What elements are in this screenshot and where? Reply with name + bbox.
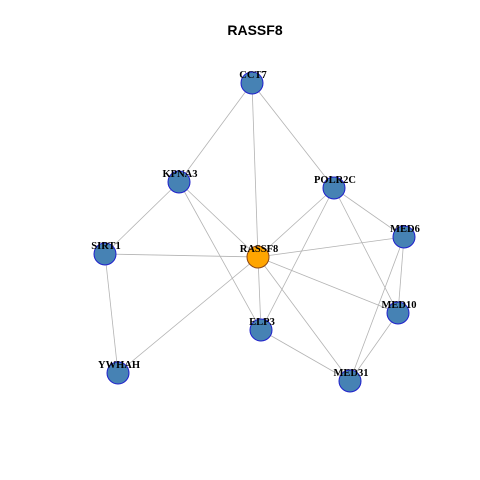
node-med31[interactable]: MED31 (334, 368, 369, 393)
node-label: CCT7 (239, 70, 266, 81)
edge-med6-med31 (349, 236, 405, 382)
edge-rassf8-med10 (257, 256, 399, 314)
node-circle (249, 318, 273, 342)
node-label: RASSF8 (240, 244, 279, 255)
node-kpna3[interactable]: KPNA3 (163, 169, 198, 194)
node-label: MED31 (334, 368, 369, 379)
edge-cct7-rassf8 (251, 82, 259, 258)
node-med6[interactable]: MED6 (390, 224, 420, 249)
node-label: POLR2C (314, 175, 356, 186)
node-rassf8[interactable]: RASSF8 (240, 244, 279, 269)
node-label: MED6 (390, 224, 420, 235)
node-label: ELP3 (249, 317, 275, 328)
edge-polr2c-med10 (333, 187, 399, 314)
edge-rassf8-ywhah (117, 256, 259, 374)
edge-kpna3-sirt1 (104, 181, 180, 255)
edge-med6-med10 (397, 236, 405, 314)
edge-sirt1-rassf8 (104, 253, 259, 258)
edge-polr2c-med6 (333, 187, 405, 238)
node-label: YWHAH (98, 360, 140, 371)
edges-layer (104, 82, 405, 382)
edge-rassf8-elp3 (257, 256, 262, 331)
node-circle (246, 245, 270, 269)
edge-cct7-polr2c (251, 82, 335, 189)
node-circle (167, 170, 191, 194)
node-polr2c[interactable]: POLR2C (314, 175, 356, 200)
node-circle (386, 301, 410, 325)
edge-cct7-kpna3 (178, 82, 253, 183)
node-sirt1[interactable]: SIRT1 (91, 241, 121, 266)
node-label: KPNA3 (163, 169, 198, 180)
edge-med10-med31 (349, 312, 399, 382)
edge-rassf8-med6 (257, 236, 405, 258)
edge-sirt1-ywhah (104, 253, 119, 374)
node-elp3[interactable]: ELP3 (249, 317, 275, 342)
node-circle (93, 242, 117, 266)
edge-polr2c-elp3 (260, 187, 335, 331)
edge-polr2c-rassf8 (257, 187, 335, 258)
diagram-title: RASSF8 (227, 22, 282, 38)
edge-elp3-med31 (260, 329, 351, 382)
edge-kpna3-rassf8 (178, 181, 259, 258)
edge-rassf8-med31 (257, 256, 351, 382)
node-cct7[interactable]: CCT7 (239, 70, 267, 95)
node-circle (106, 361, 130, 385)
node-circle (392, 225, 416, 249)
node-med10[interactable]: MED10 (382, 300, 417, 325)
node-circle (338, 369, 362, 393)
node-label: MED10 (382, 300, 417, 311)
node-ywhah[interactable]: YWHAH (98, 360, 140, 385)
node-label: SIRT1 (91, 241, 120, 252)
node-circle (240, 71, 264, 95)
node-circle (322, 176, 346, 200)
